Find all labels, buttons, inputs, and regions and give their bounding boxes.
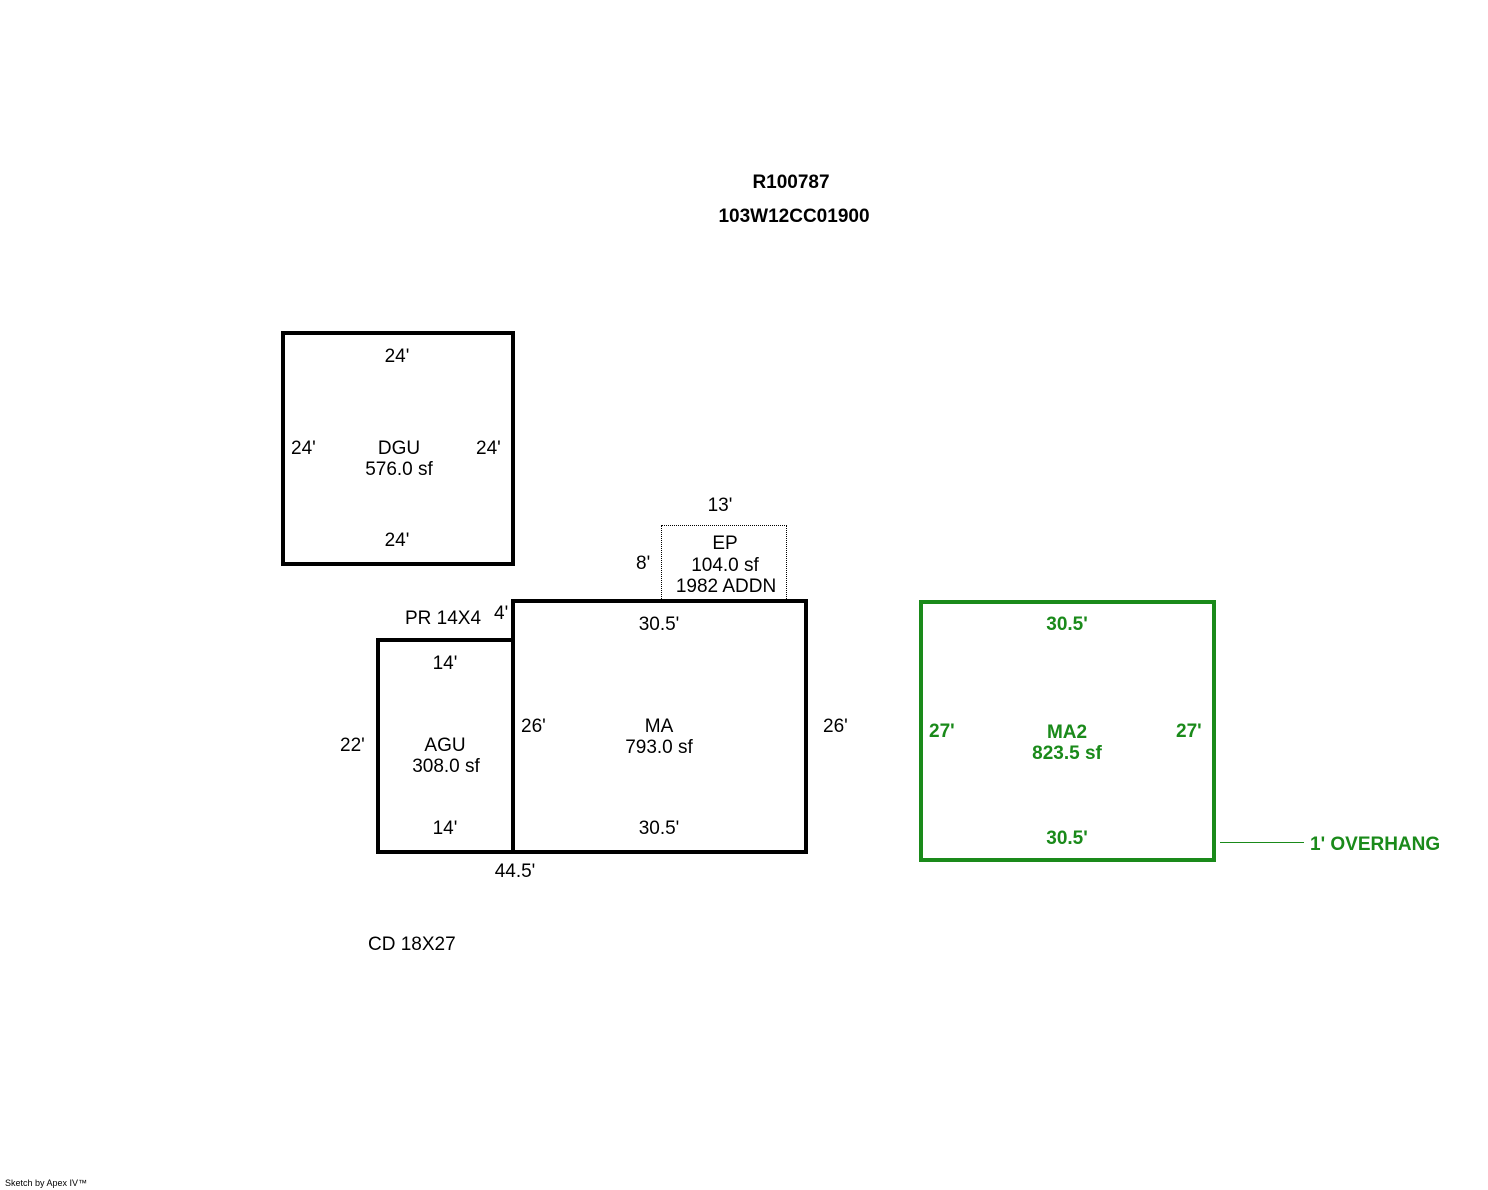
agu-left-dim: 22' [340,735,365,756]
ma2-right-dim: 27' [1176,721,1202,742]
porch-label: PR 14X4 [405,608,482,629]
account-number: R100787 [752,172,830,193]
dgu-top-dim: 24' [384,346,410,367]
ma2-name: MA2 [1046,722,1088,743]
dgu-right-dim: 24' [476,438,501,459]
ma2-top-dim: 30.5' [1046,614,1088,635]
ma-top-dim: 30.5' [638,614,680,635]
dgu-bottom-dim: 24' [384,530,410,551]
overhang-label: 1' OVERHANG [1310,834,1441,855]
ma2-area: 823.5 sf [1032,743,1102,764]
ma-name: MA [644,716,674,737]
dgu-left-dim: 24' [291,438,316,459]
sketch-credit: Sketch by Apex IV™ [5,1178,88,1188]
agu-outline [376,638,515,854]
agu-top-dim: 14' [432,653,458,674]
ep-note: 1982 ADDN [675,576,777,597]
ma2-left-dim: 27' [929,721,955,742]
ma2-bottom-dim: 30.5' [1046,828,1088,849]
dgu-outline [281,331,515,566]
dgu-name: DGU [377,438,421,459]
ep-area: 104.0 sf [691,555,759,576]
ma-left-dim: 26' [521,716,546,737]
overall-width-dim: 44.5' [494,861,536,882]
ep-left-dim: 8' [636,553,651,574]
agu-name: AGU [424,735,466,756]
agu-bottom-dim: 14' [432,818,458,839]
ma-bottom-dim: 30.5' [638,818,680,839]
ma-right-dim: 26' [823,716,848,737]
ma-area: 793.0 sf [625,737,693,758]
ep-name: EP [712,533,738,554]
dgu-area: 576.0 sf [365,459,433,480]
porch-depth-dim: 4' [494,603,509,624]
agu-area: 308.0 sf [412,756,480,777]
deck-label: CD 18X27 [368,934,456,955]
map-tax-lot: 103W12CC01900 [718,206,870,227]
ma2-outline [919,600,1216,862]
overhang-leader-line [1220,842,1304,843]
ep-top-dim: 13' [707,495,733,516]
